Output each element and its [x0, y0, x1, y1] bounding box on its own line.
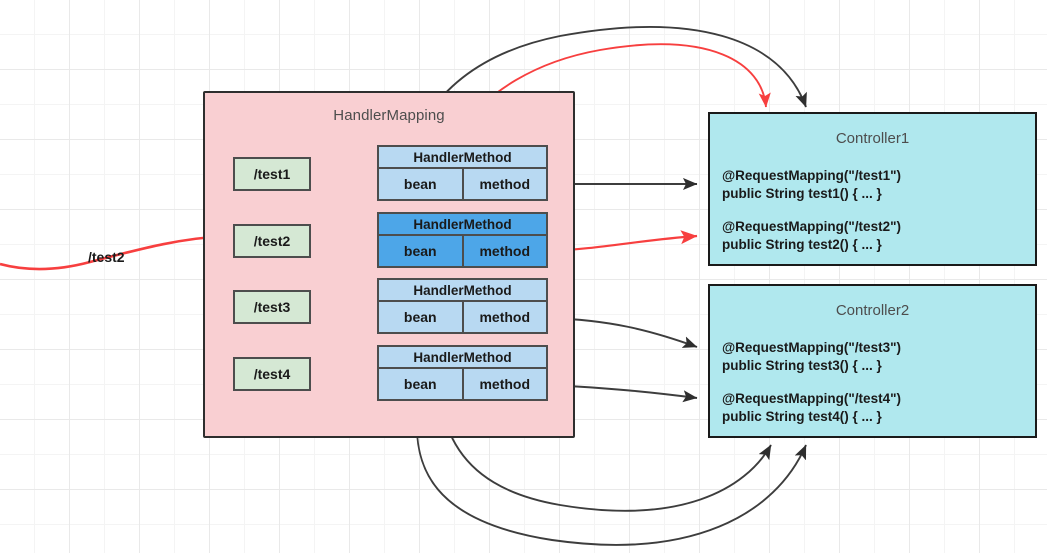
controller-1-method-2: @RequestMapping("/test2") public String …	[722, 218, 901, 254]
handler-method-cells: bean method	[377, 235, 548, 268]
path-box-test3[interactable]: /test3	[233, 290, 311, 324]
method-annotation: @RequestMapping("/test2")	[722, 219, 901, 234]
handler-method-method-cell[interactable]: method	[463, 302, 546, 332]
handler-method-bean-cell[interactable]: bean	[379, 369, 464, 399]
handler-method-bean-cell[interactable]: bean	[379, 236, 464, 266]
method-signature: public String test2() { ... }	[722, 237, 882, 252]
path-box-test1[interactable]: /test1	[233, 157, 311, 191]
controller-2-method-2: @RequestMapping("/test4") public String …	[722, 390, 901, 426]
handler-method-bean-cell[interactable]: bean	[379, 169, 464, 199]
method-signature: public String test1() { ... }	[722, 186, 882, 201]
method-annotation: @RequestMapping("/test1")	[722, 168, 901, 183]
handler-method-title: HandlerMethod	[377, 145, 548, 168]
method-signature: public String test4() { ... }	[722, 409, 882, 424]
controller-1-title: Controller1	[835, 130, 910, 147]
handler-method-bean-cell[interactable]: bean	[379, 302, 464, 332]
path-box-label: /test2	[253, 233, 291, 249]
controller-1-box[interactable]: Controller1 @RequestMapping("/test1") pu…	[708, 112, 1037, 266]
handler-method-title: HandlerMethod	[377, 345, 548, 368]
handler-method-title: HandlerMethod	[377, 212, 548, 235]
controller-2-box[interactable]: Controller2 @RequestMapping("/test3") pu…	[708, 284, 1037, 438]
handler-method-4[interactable]: HandlerMethod bean method	[377, 345, 548, 401]
handler-method-method-cell[interactable]: method	[463, 236, 546, 266]
handler-method-cells: bean method	[377, 368, 548, 401]
handler-method-cells: bean method	[377, 168, 548, 201]
handler-method-cells: bean method	[377, 301, 548, 334]
handler-method-method-cell[interactable]: method	[463, 369, 546, 399]
handler-method-method-cell[interactable]: method	[463, 169, 546, 199]
handler-method-3[interactable]: HandlerMethod bean method	[377, 278, 548, 334]
handler-mapping-title: HandlerMapping	[333, 107, 445, 124]
path-box-test4[interactable]: /test4	[233, 357, 311, 391]
method-annotation: @RequestMapping("/test3")	[722, 340, 901, 355]
handler-method-title: HandlerMethod	[377, 278, 548, 301]
method-signature: public String test3() { ... }	[722, 358, 882, 373]
controller-1-method-1: @RequestMapping("/test1") public String …	[722, 167, 901, 203]
controller-2-method-1: @RequestMapping("/test3") public String …	[722, 339, 901, 375]
controller-2-title: Controller2	[835, 302, 910, 319]
handler-method-1[interactable]: HandlerMethod bean method	[377, 145, 548, 201]
path-box-label: /test4	[253, 366, 291, 382]
path-box-test2[interactable]: /test2	[233, 224, 311, 258]
path-box-label: /test3	[253, 299, 291, 315]
path-box-label: /test1	[253, 166, 291, 182]
incoming-request-label: /test2	[88, 249, 125, 265]
handler-method-2[interactable]: HandlerMethod bean method	[377, 212, 548, 268]
method-annotation: @RequestMapping("/test4")	[722, 391, 901, 406]
